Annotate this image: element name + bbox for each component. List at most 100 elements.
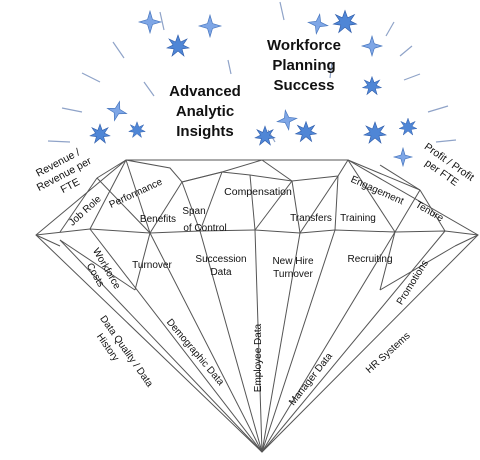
headline-right-line3: Success [274, 77, 335, 94]
light-ray [427, 105, 449, 113]
light-ray [279, 1, 285, 21]
headline-right-line1: Workforce [267, 37, 341, 54]
sparkle-star-icon [128, 121, 146, 139]
light-ray [112, 41, 125, 59]
crown-facet-line [96, 177, 151, 234]
recruiting-label: Recruiting [347, 254, 392, 265]
tenure-label: Tenure [413, 199, 445, 224]
light-ray [61, 107, 83, 113]
pavilion-facet-line [199, 230, 263, 453]
four-point-star-icon [392, 146, 414, 168]
light-ray [385, 21, 395, 37]
sparkle-star-icon [361, 75, 383, 96]
manager-data-label: Manager Data [287, 351, 335, 408]
crown-facet-line [199, 171, 223, 232]
girdle-edge [35, 234, 61, 247]
pavilion-facet-line [59, 239, 136, 291]
succession-data-line1: Succession [195, 254, 246, 265]
hr-systems-label: HR Systems [364, 330, 413, 375]
crown-facet-line [59, 177, 98, 233]
span-of-control-line2: of Control [183, 223, 226, 234]
light-ray [81, 72, 101, 83]
light-ray [329, 61, 333, 79]
crown-facet-line [261, 159, 349, 182]
outer-label-profit: Profit / Profit per FTE [422, 141, 476, 189]
sparkle-star-icon [89, 123, 111, 144]
four-point-star-icon [276, 109, 298, 131]
girdle-edge [454, 234, 479, 247]
sparkle-star-icon [398, 117, 418, 136]
light-ray [403, 73, 421, 81]
diamond-outline [35, 159, 479, 453]
four-point-star-icon [106, 100, 128, 122]
light-ray [227, 59, 232, 75]
four-point-star-icon [197, 13, 223, 39]
crown-facet-line [181, 171, 293, 183]
new-hire-turnover-line2: Turnover [273, 269, 313, 280]
sparkle-star-icon [166, 34, 190, 57]
sparkle-star-icon [254, 125, 276, 146]
crown-facet-line [334, 175, 339, 231]
sparkle-star-icon [294, 120, 318, 143]
workforce-costs-label: Workforce Costs [84, 246, 123, 291]
training-label: Training [340, 213, 376, 224]
crown-facet-line [394, 189, 421, 233]
crown-facet-line [379, 164, 421, 191]
headline-left-line1: Advanced [169, 83, 241, 100]
headline-left-line3: Insights [176, 123, 234, 140]
light-ray [435, 139, 457, 143]
crown-facet-line [254, 180, 293, 231]
pavilion-facet-line [149, 232, 263, 453]
stars [89, 9, 418, 168]
pavilion-facet-line [254, 229, 263, 453]
light-ray [143, 81, 155, 97]
headline-right: Workforce Planning Success [267, 37, 341, 94]
pavilion-facet-line [261, 231, 396, 453]
job-role-label: Job Role [67, 194, 104, 229]
light-ray [399, 45, 413, 57]
crown-facet-line [347, 159, 396, 233]
light-ray [47, 140, 71, 143]
span-of-control-line1: Span [182, 206, 205, 217]
pavilion-facet-line [134, 232, 151, 291]
new-hire-turnover-line1: New Hire [272, 256, 314, 267]
girdle-line [35, 228, 479, 236]
sparkle-star-icon [332, 9, 358, 34]
compensation-label: Compensation [224, 186, 292, 198]
outer-label-revenue: Revenue / Revenue per FTE [34, 146, 94, 195]
employee-data-label: Employee Data [253, 323, 264, 392]
crown-facet-line [347, 159, 421, 191]
pavilion-facet-line [261, 232, 301, 453]
four-point-star-icon [137, 9, 163, 35]
pavilion-facet-line [89, 228, 263, 453]
pavilion-facet-line [59, 239, 263, 453]
data-quality-history-label: Data Quality / Data History [94, 314, 155, 390]
crown-facet-line [149, 181, 183, 234]
turnover-label: Turnover [132, 260, 172, 271]
crown-facet-line [96, 159, 127, 179]
light-ray [159, 11, 165, 31]
crown-facet-line [89, 159, 127, 230]
crown-facet-line [291, 180, 301, 234]
headline-left: Advanced Analytic Insights [169, 83, 241, 140]
headline-right-line2: Planning [272, 57, 335, 74]
benefits-label: Benefits [140, 214, 176, 225]
engagement-label: Engagement [349, 174, 405, 207]
crown-facet-line [419, 189, 446, 232]
crown-facet-line [125, 159, 151, 234]
crown-facet-line [299, 175, 339, 234]
pavilion-facet-line [379, 231, 396, 291]
diamond-shape [35, 159, 479, 453]
performance-label: Performance [108, 176, 165, 210]
headline-left-line2: Analytic [176, 103, 234, 120]
light-rays [47, 1, 457, 143]
crown-facet-line [181, 181, 201, 232]
demographic-data-label: Demographic Data [164, 317, 226, 388]
pavilion-facet-line [261, 229, 336, 453]
crown-facet-line [249, 174, 256, 231]
succession-data-line2: Data [210, 267, 232, 278]
four-point-star-icon [360, 34, 384, 58]
pavilion-facet-line [379, 245, 456, 291]
